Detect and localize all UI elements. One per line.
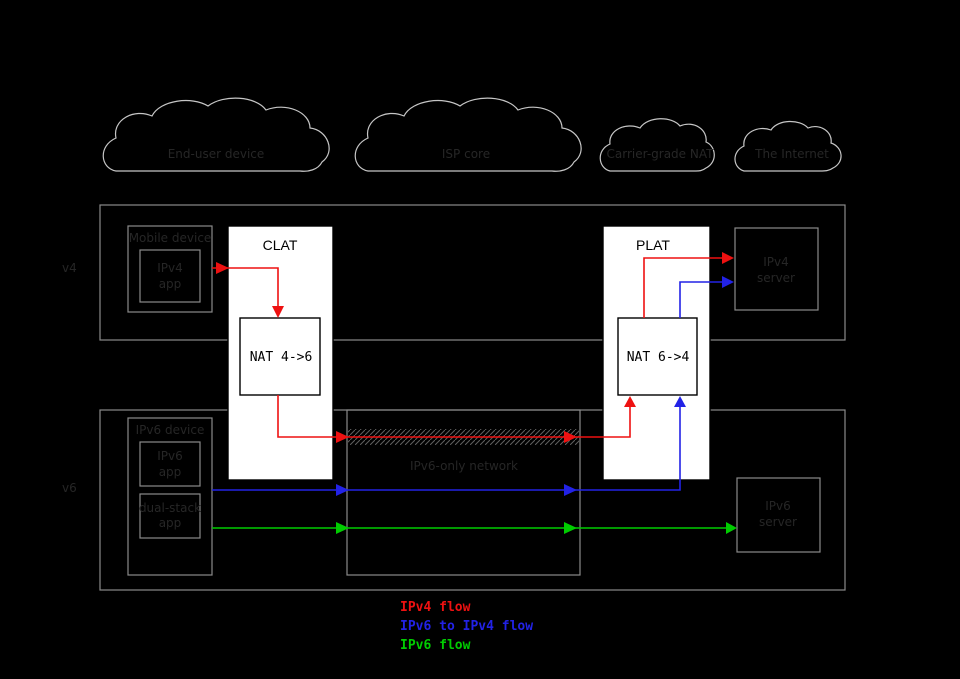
ipv4-flow-group: [212, 252, 734, 443]
ipv4-server-line1: IPv4: [763, 255, 789, 269]
cloud-label-end-user: End-user device: [168, 147, 265, 161]
nat64-flow-host-to-plat: [212, 399, 681, 491]
legend-ipv6: IPv6 flow: [400, 638, 471, 653]
ipv4-flow-arrowhead: [722, 252, 734, 264]
servers-group: IPv4 server IPv6 server: [734, 227, 821, 553]
ipv6-flow-arrowhead: [564, 522, 577, 534]
cloud-cgn: [599, 118, 715, 172]
legend: IPv4 flow IPv6 to IPv4 flow IPv6 flow: [400, 600, 533, 653]
mobile-device-box: [127, 225, 213, 313]
clat-group: CLAT NAT 4->6: [227, 225, 334, 481]
ipv6-device-label: IPv6 device: [136, 423, 205, 437]
ipv6-core-box: [346, 409, 581, 576]
nat64-flow-arrowhead: [674, 396, 686, 407]
plat-group: PLAT NAT 6->4: [602, 225, 711, 481]
nat64-label: NAT 6->4: [627, 350, 690, 365]
ipv6-device-group: IPv6 device IPv6 app dual-stack app: [127, 417, 213, 576]
cloud-label-internet: The Internet: [754, 147, 829, 161]
ipv6-server-line1: IPv6: [765, 499, 791, 513]
cloud-label-cgn: Carrier-grade NAT: [607, 147, 715, 161]
ipv4-flow-host-to-nat46: [212, 267, 279, 316]
ipv4-flow-arrowhead: [564, 431, 577, 443]
ipv6-app1-line1: IPv6: [157, 449, 183, 463]
ipv4-flow-nat64-to-server: [643, 257, 732, 318]
ipv6-flow-arrowhead: [726, 522, 737, 534]
ipv6-app2-line1: dual-stack: [139, 501, 201, 515]
legend-ipv4: IPv4 flow: [400, 600, 471, 615]
nat64-box: [617, 317, 698, 396]
cloud-isp-core: [354, 97, 582, 172]
legend-nat64: IPv6 to IPv4 flow: [400, 619, 533, 634]
cloud-label-isp-core: ISP core: [442, 147, 490, 161]
ipv6-server-box: [736, 477, 821, 553]
nat64-flow-group: [212, 276, 734, 496]
ipv6-server-line2: server: [759, 515, 797, 529]
nat64-flow-arrowhead: [564, 484, 577, 496]
ipv4-flow-arrowhead: [216, 262, 229, 274]
cloud-internet: [734, 120, 842, 172]
ipv4-app-line2: app: [159, 277, 182, 291]
ipv4-flow-core-segment: [277, 395, 631, 438]
ipv6-flow-group: [212, 522, 737, 534]
cloud-end-user: [102, 97, 330, 172]
nat46-box: [239, 317, 321, 396]
ipv4-server-box: [734, 227, 819, 311]
ipv6-app1-line2: app: [159, 465, 182, 479]
ipv4-server-line2: server: [757, 271, 795, 285]
ipv4-band: [99, 204, 846, 341]
nat64-flow-arrowhead: [722, 276, 734, 288]
ipv6-flow-arrowhead: [336, 522, 349, 534]
ipv6-app2-box: [139, 493, 201, 539]
plat-title: PLAT: [636, 237, 670, 253]
nat46-label: NAT 4->6: [250, 350, 313, 365]
nat64-flow-nat64-to-server: [679, 281, 732, 318]
clouds-group: End-user device ISP core Carrier-grade N…: [102, 97, 842, 172]
ipv4-app-box: [139, 249, 201, 303]
ipv4-band-label: v4: [62, 261, 77, 275]
ipv6-app1-box: [139, 441, 201, 487]
ipv6-core-label: IPv6-only network: [410, 459, 518, 473]
ipv6-band-label: v6: [62, 481, 77, 495]
ipv4-flow-arrowhead: [272, 306, 284, 318]
ipv6-device-box: [127, 417, 213, 576]
ipv4-app-line1: IPv4: [157, 261, 183, 275]
ipv4-flow-arrowhead: [336, 431, 349, 443]
clat-title: CLAT: [263, 237, 298, 253]
ipv4-flow-arrowhead: [624, 396, 636, 407]
nat64-flow-arrowhead: [336, 484, 349, 496]
ipv6-app2-line2: app: [159, 516, 182, 530]
mobile-device-group: Mobile device IPv4 app: [127, 225, 213, 313]
mobile-device-label: Mobile device: [129, 231, 212, 245]
